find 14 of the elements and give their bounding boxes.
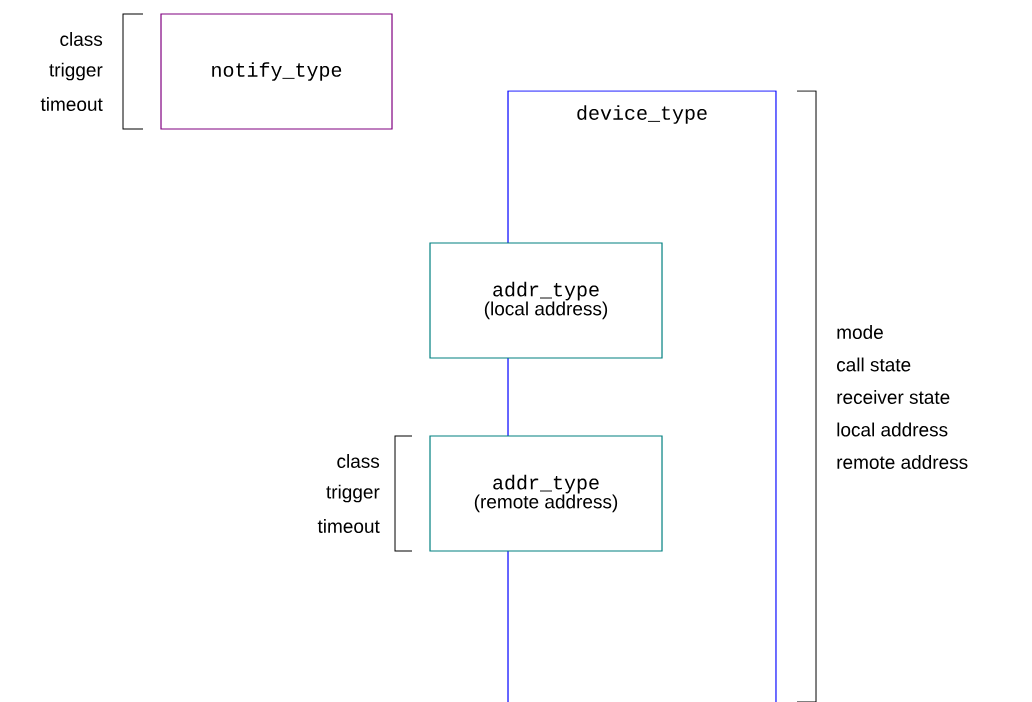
field-label: call state bbox=[837, 357, 911, 372]
field-label: remote address bbox=[837, 455, 968, 469]
field-label: trigger bbox=[49, 62, 103, 81]
field-label: class bbox=[60, 32, 103, 46]
field-label: local address bbox=[837, 422, 948, 437]
field-label: mode bbox=[837, 325, 883, 339]
type-box: addr_type (remote address) bbox=[429, 435, 663, 552]
field-label: trigger bbox=[326, 484, 380, 503]
type-box: notify_type bbox=[160, 13, 393, 130]
field-label: timeout bbox=[40, 97, 103, 111]
type-box: addr_type (local address) bbox=[429, 242, 663, 359]
field-label: receiver state bbox=[837, 390, 950, 404]
field-label: class bbox=[337, 454, 380, 468]
field-label: timeout bbox=[317, 519, 380, 533]
